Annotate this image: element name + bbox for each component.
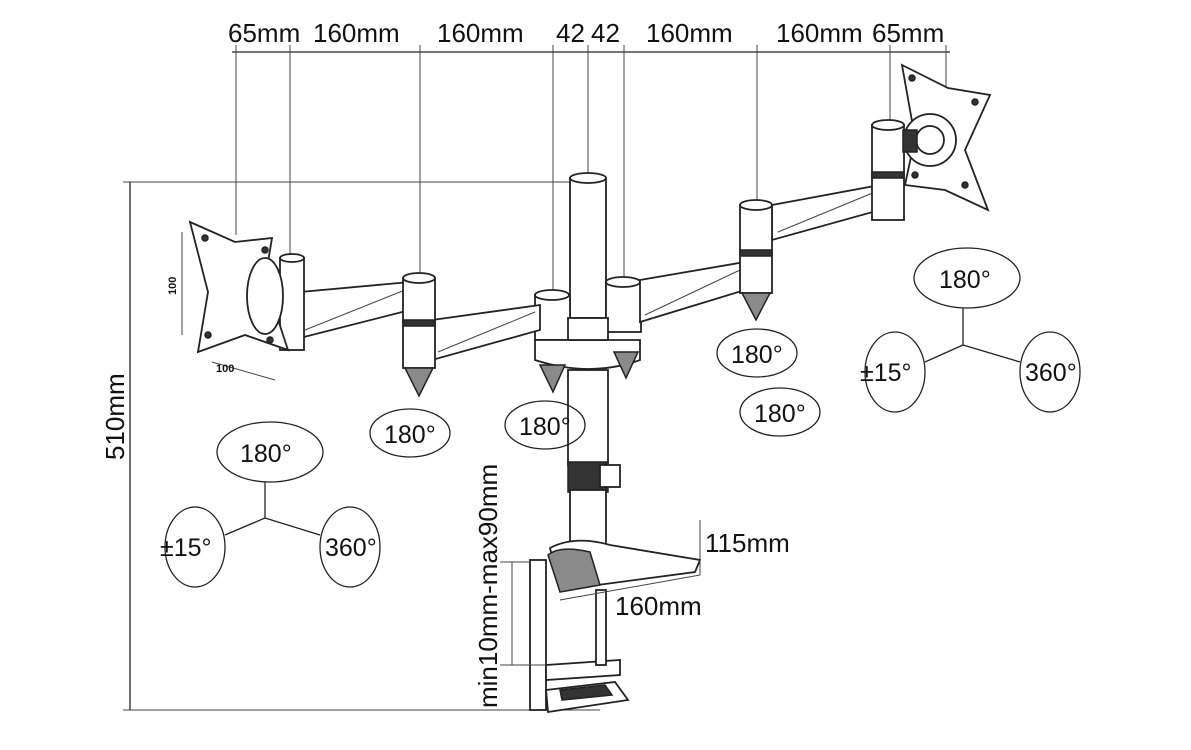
dim-42-left: 42 bbox=[556, 18, 585, 48]
height-dimension-line bbox=[123, 181, 600, 711]
rotation-indicators bbox=[164, 247, 1081, 588]
dim-160mm-4: 160mm bbox=[776, 18, 863, 48]
dim-160mm-3: 160mm bbox=[646, 18, 733, 48]
right-arm bbox=[639, 183, 881, 324]
right-swivel-label: 360° bbox=[1025, 359, 1077, 387]
joint-right-b-label: 180° bbox=[754, 400, 806, 428]
center-hub bbox=[534, 276, 642, 394]
dim-clamp-range: min10mm-max90mm bbox=[473, 464, 503, 708]
joint-center-label: 180° bbox=[519, 413, 571, 441]
desk-clamp bbox=[500, 520, 702, 714]
left-arm bbox=[299, 272, 541, 398]
joint-right-a-label: 180° bbox=[731, 341, 783, 369]
dim-65mm-right: 65mm bbox=[872, 18, 944, 48]
vesa-height-label: 100 bbox=[167, 277, 179, 295]
joint-left-label: 180° bbox=[384, 421, 436, 449]
left-pitch-label: ±15° bbox=[160, 534, 212, 562]
right-pitch-label: ±15° bbox=[860, 359, 912, 387]
center-pole bbox=[567, 172, 621, 546]
dim-160mm-base: 160mm bbox=[615, 591, 702, 621]
dim-160mm-2: 160mm bbox=[437, 18, 524, 48]
dim-160mm-1: 160mm bbox=[313, 18, 400, 48]
dim-115mm: 115mm bbox=[705, 528, 790, 558]
left-vesa-plate bbox=[181, 220, 305, 381]
vesa-width-label: 100 bbox=[216, 363, 234, 375]
dim-510mm: 510mm bbox=[100, 373, 130, 460]
dim-42-right: 42 bbox=[591, 18, 620, 48]
left-tilt-label: 180° bbox=[240, 440, 292, 468]
top-dimension-line bbox=[232, 45, 950, 295]
left-swivel-label: 360° bbox=[325, 534, 377, 562]
right-vesa-plate bbox=[871, 63, 992, 221]
right-tilt-label: 180° bbox=[939, 266, 991, 294]
dim-65mm-left: 65mm bbox=[228, 18, 300, 48]
